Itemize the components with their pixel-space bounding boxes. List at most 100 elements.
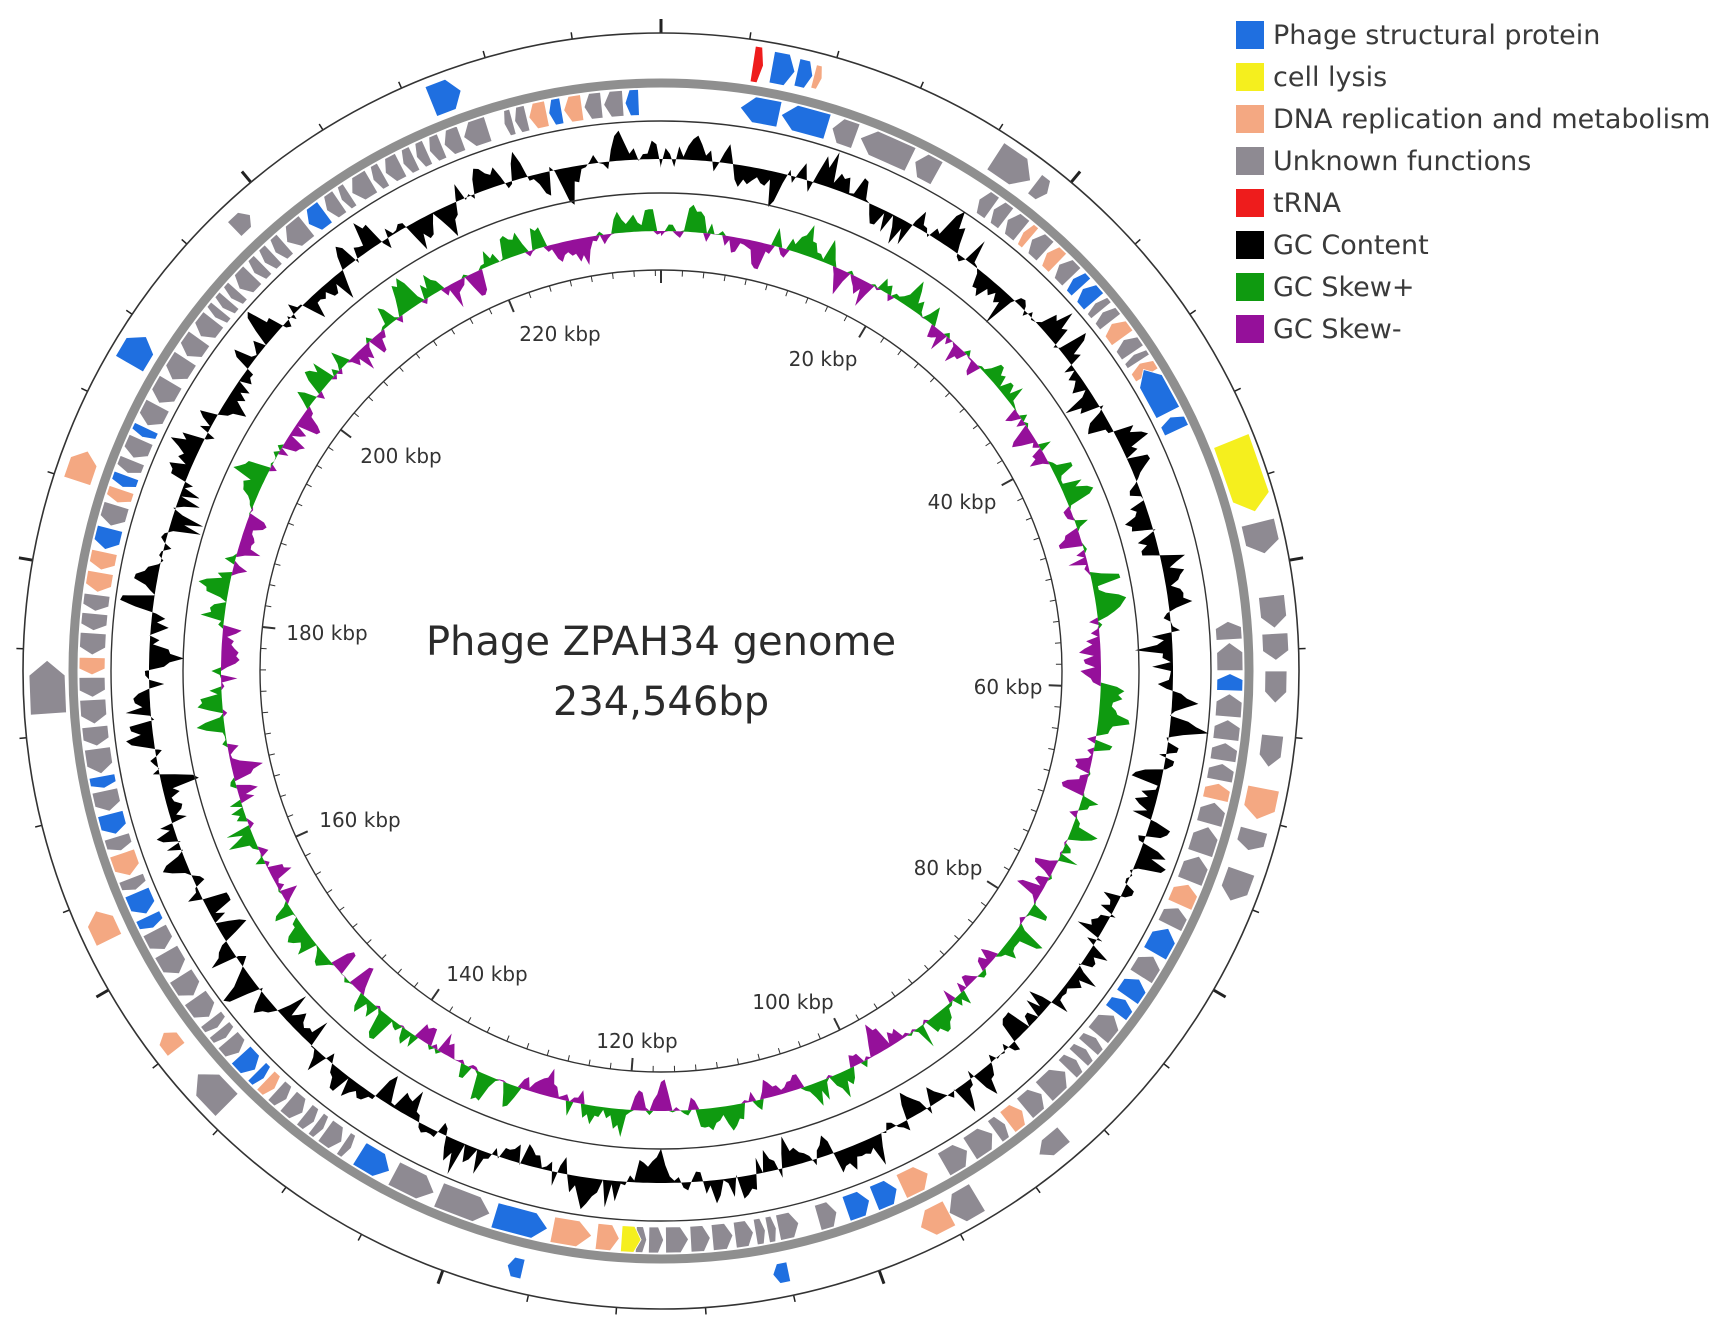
legend-swatch-cell-lysis — [1236, 63, 1264, 91]
inner-tick — [526, 1043, 530, 1050]
legend-item-trna: tRNA — [1236, 182, 1710, 224]
outer-tick — [80, 387, 88, 392]
reverse-gene-arrow — [563, 94, 585, 123]
gc-track-separator — [182, 192, 1140, 1150]
reverse-gene-arrow — [351, 169, 379, 201]
inner-tick — [264, 732, 271, 735]
inner-tick — [368, 396, 374, 402]
reverse-gene-arrow — [97, 809, 127, 835]
reverse-gene-arrow — [88, 773, 117, 789]
reverse-gene-arrow — [194, 311, 225, 339]
inner-tick — [413, 982, 419, 988]
outer-tick — [436, 1269, 445, 1285]
inner-tick — [630, 1057, 634, 1071]
reverse-gene-arrow — [1129, 955, 1161, 985]
inner-tick — [486, 1026, 491, 1033]
reverse-gene-arrow — [764, 1215, 777, 1244]
reverse-gene-arrow — [1016, 223, 1040, 249]
outer-tick — [18, 556, 33, 562]
reverse-gene-arrow — [217, 1030, 246, 1058]
reverse-gene-arrow — [1143, 927, 1176, 961]
reverse-gene-arrow — [208, 1020, 235, 1044]
legend-item-cell-lysis: cell lysis — [1236, 56, 1710, 98]
reverse-gene-arrow — [831, 118, 861, 150]
outer-tick — [281, 1186, 287, 1194]
inner-tick — [469, 318, 474, 324]
forward-gene-arrow — [948, 1183, 987, 1223]
kbp-label-200: 200 kbp — [360, 444, 442, 468]
outer-tick — [318, 123, 324, 131]
inner-tick — [824, 306, 829, 312]
reverse-gene-arrow — [1167, 883, 1198, 911]
reverse-gene-arrow — [1124, 349, 1151, 370]
inner-tick — [274, 563, 281, 566]
inner-tick — [548, 285, 552, 292]
inner-tick — [1048, 684, 1062, 687]
reverse-gene-arrow — [1004, 212, 1031, 242]
reverse-gene-arrow — [665, 1226, 689, 1254]
reverse-gene-arrow — [463, 115, 493, 147]
reverse-gene-arrow — [549, 1216, 593, 1248]
outer-tick — [35, 824, 43, 828]
reverse-gene-arrow — [989, 201, 1015, 230]
reverse-gene-arrow — [199, 1010, 226, 1034]
inner-tick-marks — [260, 269, 1062, 1072]
inner-tick — [1003, 866, 1010, 871]
reverse-gene-arrow — [986, 1115, 1010, 1143]
reverse-gene-arrow — [428, 133, 448, 162]
inner-tick — [265, 605, 272, 608]
outer-tick — [1252, 909, 1260, 914]
reverse-gene-arrow — [739, 96, 783, 128]
reverse-gene-arrow — [305, 200, 334, 231]
reverse-gene-arrow — [1087, 1013, 1120, 1045]
kbp-label-60: 60 kbp — [974, 675, 1043, 699]
reverse-gene-arrow — [1104, 996, 1134, 1022]
forward-gene-arrow — [810, 64, 823, 90]
inner-tick — [785, 290, 789, 297]
inner-tick — [528, 292, 532, 299]
reverse-gene-arrow — [99, 500, 130, 527]
reverse-gene-arrow — [230, 1045, 260, 1075]
reverse-gene-arrow — [317, 1119, 344, 1150]
inner-tick — [415, 353, 421, 359]
inner-tick — [1052, 620, 1059, 623]
reverse-gene-arrow — [106, 484, 135, 504]
reverse-gene-arrow — [1027, 233, 1055, 262]
legend-item-structural: Phage structural protein — [1236, 14, 1710, 56]
forward-gene-arrow — [1261, 632, 1290, 661]
reverse-gene-arrow — [111, 470, 140, 488]
legend-label-dna-replication: DNA replication and metabolism — [1273, 103, 1711, 135]
inner-tick — [695, 1064, 697, 1071]
reverse-gene-arrow — [1214, 693, 1243, 719]
inner-tick — [1037, 788, 1044, 792]
reverse-gene-arrow — [183, 989, 216, 1019]
reverse-gene-arrow — [81, 724, 110, 747]
forward-gene-arrow — [28, 659, 67, 716]
legend-item-gc-skew-neg: GC Skew- — [1236, 308, 1710, 350]
kbp-label-80: 80 kbp — [914, 856, 983, 880]
reverse-gene-arrow — [78, 676, 106, 698]
reverse-gene-arrow — [1187, 826, 1219, 859]
reverse-gene-arrow — [999, 1104, 1026, 1134]
legend-label-cell-lysis: cell lysis — [1273, 61, 1388, 93]
inner-tick — [723, 275, 726, 282]
legend-label-unknown: Unknown functions — [1273, 145, 1532, 177]
reverse-gene-arrow — [1115, 336, 1145, 361]
reverse-gene-arrow — [1216, 673, 1244, 692]
reverse-gene-arrow — [93, 524, 124, 550]
legend: Phage structural protein cell lysis DNA … — [1236, 14, 1710, 350]
inner-tick — [328, 446, 334, 451]
reverse-gene-arrow — [400, 145, 421, 174]
reverse-gene-arrow — [1214, 620, 1243, 641]
reverse-gene-arrow — [583, 91, 604, 120]
legend-swatch-gc-content — [1236, 231, 1264, 259]
reverse-gene-arrow — [603, 89, 625, 118]
inner-tick — [316, 464, 323, 469]
inner-tick — [945, 392, 951, 398]
inner-tick — [929, 377, 935, 383]
legend-swatch-trna — [1236, 189, 1264, 217]
legend-swatch-unknown — [1236, 147, 1264, 175]
reverse-gene-arrow — [154, 944, 186, 975]
reverse-gene-arrow — [83, 746, 114, 775]
reverse-gene-arrow — [269, 233, 295, 260]
